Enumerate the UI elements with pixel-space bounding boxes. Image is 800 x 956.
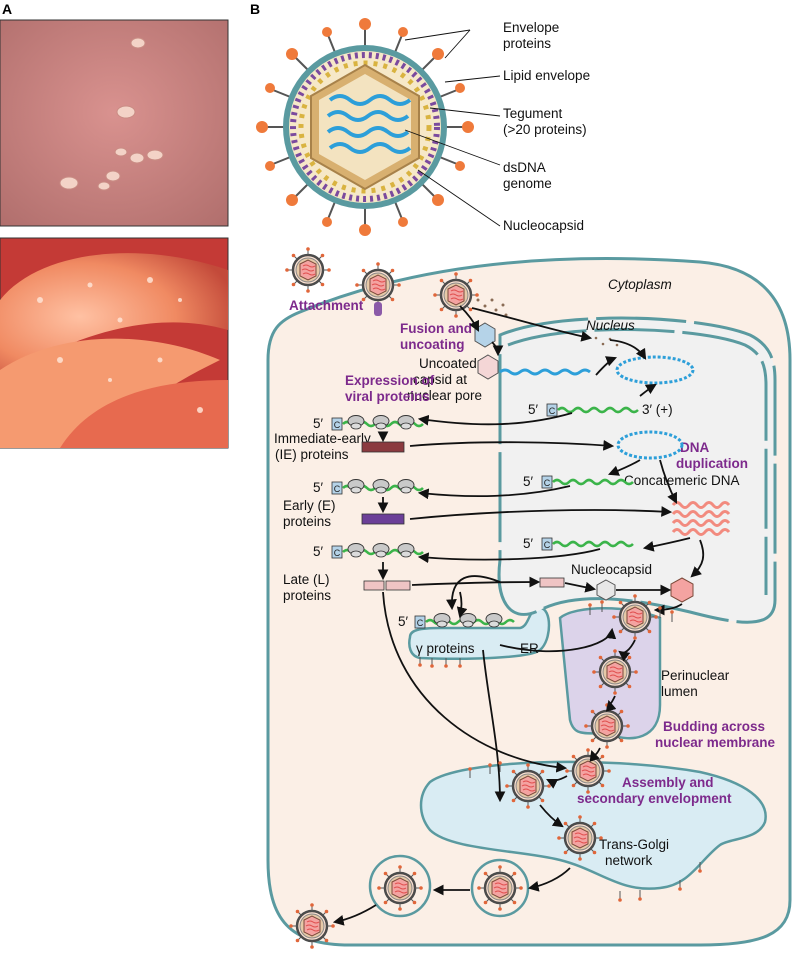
label-gamma-proteins: γ proteins: [416, 641, 475, 656]
circular-dna-2: [616, 430, 684, 460]
label-ie-proteins: Immediate-early (IE) proteins: [274, 431, 375, 462]
svg-text:5′: 5′: [398, 614, 409, 629]
receptor: [374, 302, 382, 316]
label-nucleocapsid-inner: Nucleocapsid: [571, 562, 652, 577]
vesicle-2: [368, 854, 432, 918]
translation-early: 5′: [313, 479, 424, 495]
incoming-dna: [499, 368, 591, 376]
virion-diagram: [256, 18, 474, 236]
nuclear-mrna-2: 5′: [523, 474, 634, 489]
step-fusion: Fusion and uncoating: [400, 321, 476, 352]
label-dsdna-genome: dsDNA genome: [503, 160, 552, 191]
label-lipid-envelope: Lipid envelope: [503, 68, 590, 83]
step-dna-duplication: DNA duplication: [676, 440, 748, 471]
label-late-proteins: Late (L) proteins: [283, 572, 333, 603]
label-early-proteins: Early (E) proteins: [283, 498, 339, 529]
virion-leader-lines: [404, 29, 501, 227]
ie-protein: [361, 441, 405, 453]
pore-capsid: [477, 354, 499, 380]
early-protein: [361, 513, 405, 525]
membrane-glycoproteins: [419, 603, 701, 899]
circular-dna-1: [615, 355, 695, 385]
svg-text:5′: 5′: [528, 402, 539, 417]
label-golgi: Trans-Golgi network: [599, 837, 673, 868]
label-nucleus: Nucleus: [586, 318, 635, 333]
svg-text:5′: 5′: [313, 544, 324, 559]
svg-text:5′: 5′: [313, 416, 324, 431]
step-assembly: Assembly and secondary envelopment: [577, 775, 732, 806]
late-protein-imported: [539, 577, 565, 588]
filled-capsid: [670, 577, 694, 603]
label-er: ER: [520, 641, 539, 656]
late-protein-2: [385, 580, 411, 591]
nuclear-mrna-3: 5′: [523, 536, 634, 551]
skin-lesion-photo: [0, 19, 229, 227]
tegument-release: [476, 298, 619, 347]
glycoprotein-tips: [418, 600, 702, 902]
step-budding: Budding across nuclear membrane: [655, 719, 776, 750]
svg-text:5′: 5′: [313, 480, 324, 495]
panel-b-label: B: [250, 1, 260, 17]
translation-ie: 5′: [313, 415, 424, 431]
label-envelope-proteins: Envelope proteins: [503, 20, 563, 51]
translation-gamma: 5′: [398, 613, 515, 629]
step-attachment: Attachment: [289, 298, 364, 313]
svg-text:5′: 5′: [523, 536, 534, 551]
concatemeric-dna: [671, 501, 731, 536]
petals: [0, 253, 228, 448]
step-expression: Expression of viral proteins: [345, 373, 438, 404]
label-perinuclear-lumen: Perinuclear lumen: [661, 668, 733, 699]
nuclear-mrna-1: 5′ 3′ (+): [528, 402, 673, 417]
svg-text:3′ (+): 3′ (+): [642, 402, 673, 417]
svg-text:5′: 5′: [523, 474, 534, 489]
empty-capsid: [596, 579, 616, 601]
translation-late: 5′: [313, 543, 424, 559]
vesicles: [59, 37, 164, 191]
free-virion: [283, 245, 333, 295]
label-uncoated-capsid: Uncoated capsid at nuclear pore: [407, 356, 482, 403]
late-protein-1: [363, 580, 385, 591]
label-tegument: Tegument (>20 proteins): [503, 106, 587, 137]
label-nucleocapsid: Nucleocapsid: [503, 218, 584, 233]
label-concatemeric-dna: Concatemeric DNA: [624, 473, 740, 488]
panel-a-label: A: [2, 1, 12, 17]
pathway-arrows: [332, 305, 705, 926]
label-cytoplasm: Cytoplasm: [608, 277, 672, 292]
